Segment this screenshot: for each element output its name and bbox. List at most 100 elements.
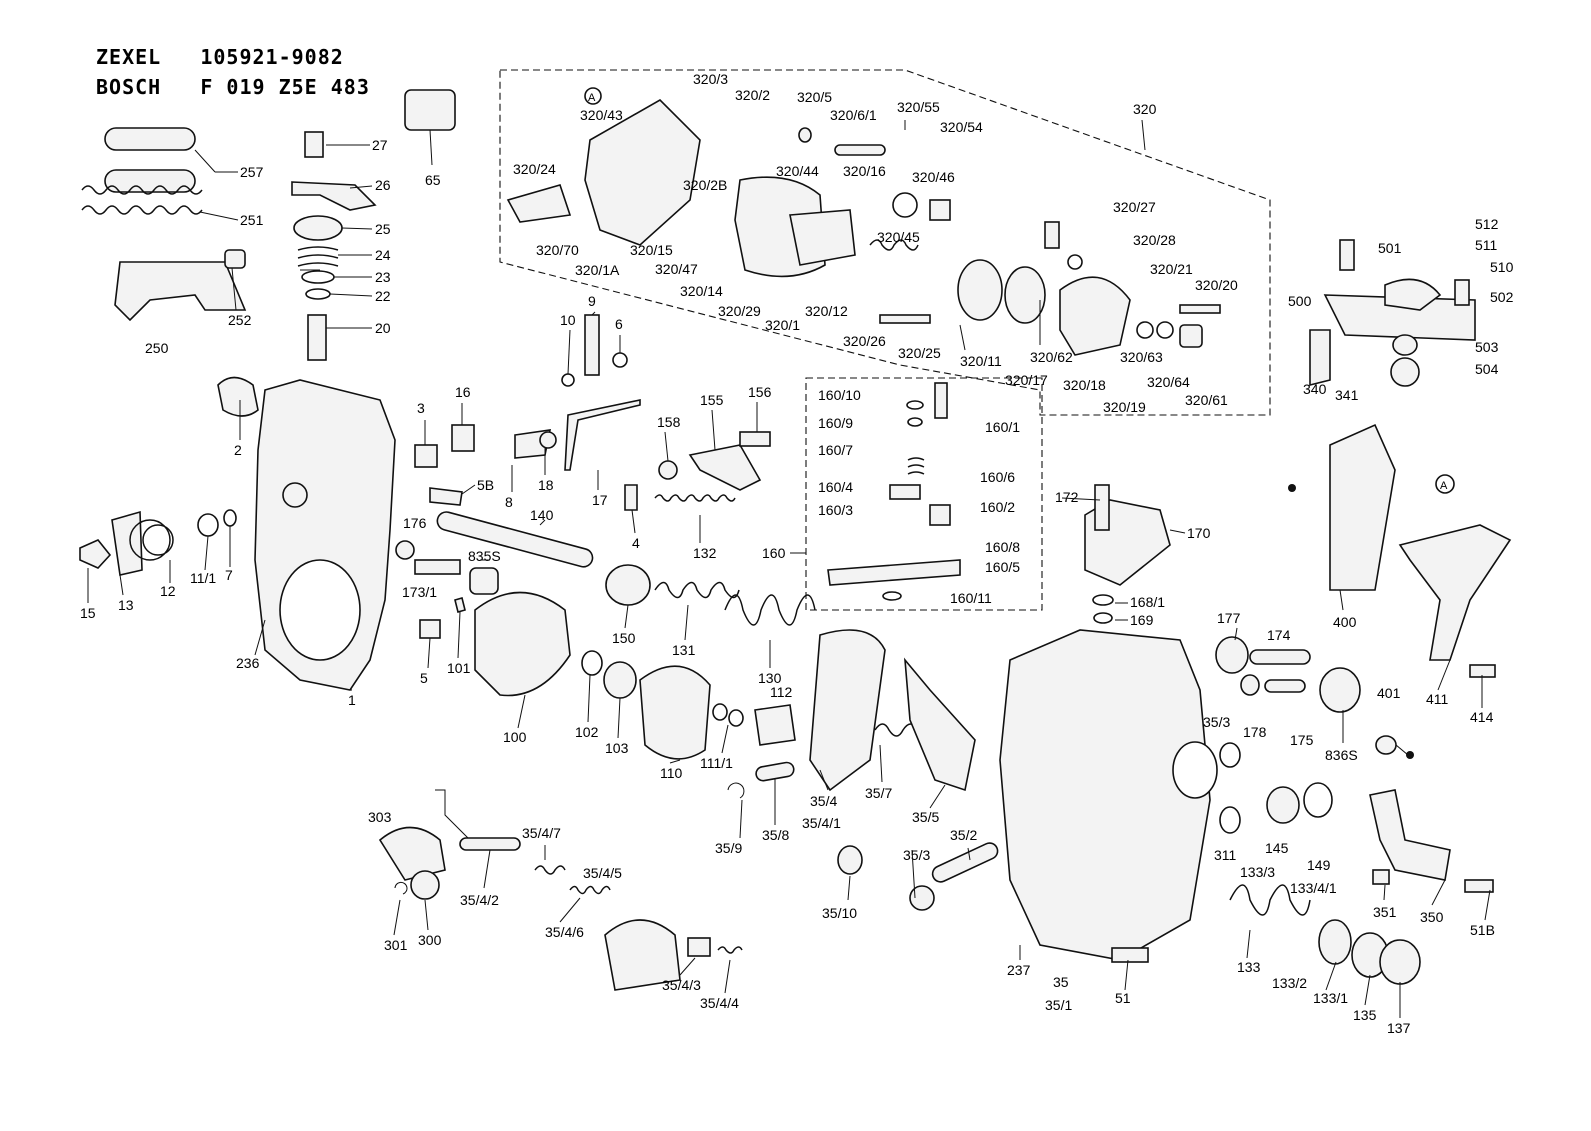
bushing-25 [293, 215, 343, 241]
label-3: 3 [417, 400, 425, 416]
label-320-55: 320/55 [897, 99, 940, 115]
label-35-4-3: 35/4/3 [662, 977, 701, 993]
diaphragm-320-11 [957, 259, 1003, 321]
spring-24 [297, 246, 339, 267]
pin-4 [624, 484, 638, 511]
label-320-12: 320/12 [805, 303, 848, 319]
bolt-320-20 [1179, 304, 1221, 314]
cover-320-18 [1059, 276, 1131, 356]
label-160-1: 160/1 [985, 419, 1020, 435]
nut-178 [1240, 674, 1260, 696]
nut-320-46 [929, 199, 951, 221]
housing-35 [999, 629, 1211, 961]
label-145: 145 [1265, 840, 1289, 856]
bolt-320-25 [879, 314, 931, 324]
pin-35-2 [931, 842, 999, 883]
label-20: 20 [375, 320, 391, 336]
label-35-4-2: 35/4/2 [460, 892, 499, 908]
assembly-320-outline [499, 69, 1271, 416]
label-35-4: 35/4 [810, 793, 837, 809]
label-35-4-6: 35/4/6 [545, 924, 584, 940]
label-178: 178 [1243, 724, 1267, 740]
label-170: 170 [1187, 525, 1211, 541]
label-110: 110 [660, 765, 683, 781]
label-341: 341 [1335, 387, 1359, 403]
label-102: 102 [575, 724, 599, 740]
plate-160-5 [827, 559, 961, 586]
reference-dot-1 [1288, 484, 1296, 492]
bolt-502 [1454, 279, 1470, 306]
label-836S: 836S [1325, 747, 1358, 763]
label-a2: A [1440, 480, 1448, 492]
rod-35-4-2 [435, 789, 471, 841]
label-160: 160 [762, 545, 786, 561]
label-111-1: 111/1 [700, 755, 733, 771]
label-320-54: 320/54 [940, 119, 983, 135]
label-320-70: 320/70 [536, 242, 579, 258]
washer-23 [301, 270, 335, 284]
washer-6 [612, 352, 628, 368]
bracket-340 [1309, 329, 1331, 387]
label-176: 176 [403, 515, 427, 531]
nut-320-61 [1179, 324, 1203, 348]
label-303: 303 [368, 809, 392, 825]
zexel-part-number: ZEXEL 105921-9082 [96, 45, 344, 69]
bore-35 [1172, 741, 1218, 799]
label-511: 511 [1475, 237, 1498, 253]
plate-13 [111, 510, 143, 576]
label-411: 411 [1426, 691, 1449, 707]
label-320-17: 320/17 [1005, 372, 1048, 388]
label-172: 172 [1055, 489, 1079, 505]
label-35-4-7: 35/4/7 [522, 825, 561, 841]
label-500: 500 [1288, 293, 1312, 309]
label-135: 135 [1353, 1007, 1377, 1023]
reference-dot-2 [1406, 751, 1414, 759]
label-7: 7 [225, 567, 233, 583]
label-503: 503 [1475, 339, 1499, 355]
label-320: 320 [1133, 101, 1157, 117]
label-25: 25 [375, 221, 391, 237]
part-group-160 [827, 382, 961, 601]
label-504: 504 [1475, 361, 1499, 377]
label-320-1A: 320/1A [575, 262, 620, 278]
lever-303 [378, 826, 446, 881]
sleeve-177 [1215, 636, 1249, 674]
washer-160-11 [882, 591, 902, 601]
label-35-2: 35/2 [950, 827, 977, 843]
label-103: 103 [605, 740, 629, 756]
flange-320-12 [789, 209, 856, 266]
washer-320-63 [1136, 321, 1154, 339]
washer-311 [1219, 806, 1241, 834]
lever-26 [291, 181, 377, 211]
label-35-4-4: 35/4/4 [700, 995, 739, 1011]
label-5: 5 [420, 670, 428, 686]
leader-lines [87, 119, 1491, 1018]
label-320-5: 320/5 [797, 89, 832, 105]
label-320-61: 320/61 [1185, 392, 1228, 408]
label-133-4-1: 133/4/1 [1290, 880, 1337, 896]
spring-251b [81, 205, 203, 215]
washer-22 [305, 288, 331, 300]
washer-160-9 [907, 417, 923, 427]
label-133-3: 133/3 [1240, 864, 1275, 880]
label-1: 1 [348, 692, 356, 708]
spring-160-6 [907, 457, 925, 475]
label-160-10: 160/10 [818, 387, 861, 403]
housing-bore [279, 559, 361, 661]
label-160-7: 160/7 [818, 442, 853, 458]
bracket-250 [114, 261, 247, 322]
bolt-51 [1111, 947, 1149, 963]
label-35: 35 [1053, 974, 1069, 990]
label-35-7: 35/7 [865, 785, 892, 801]
spring-35-4-5 [569, 885, 611, 895]
bolt-51B [1464, 879, 1494, 893]
bushing-18 [539, 431, 557, 449]
label-320-29: 320/29 [718, 303, 761, 319]
label-23: 23 [375, 269, 391, 285]
callout-labels: 27 26 25 24 23 22 20 257 251 252 250 65 … [80, 71, 1514, 1036]
screw-175 [1264, 679, 1306, 693]
part-group-housing-right [909, 484, 1494, 985]
clip-35-9 [727, 782, 745, 799]
nut-65 [404, 89, 456, 131]
